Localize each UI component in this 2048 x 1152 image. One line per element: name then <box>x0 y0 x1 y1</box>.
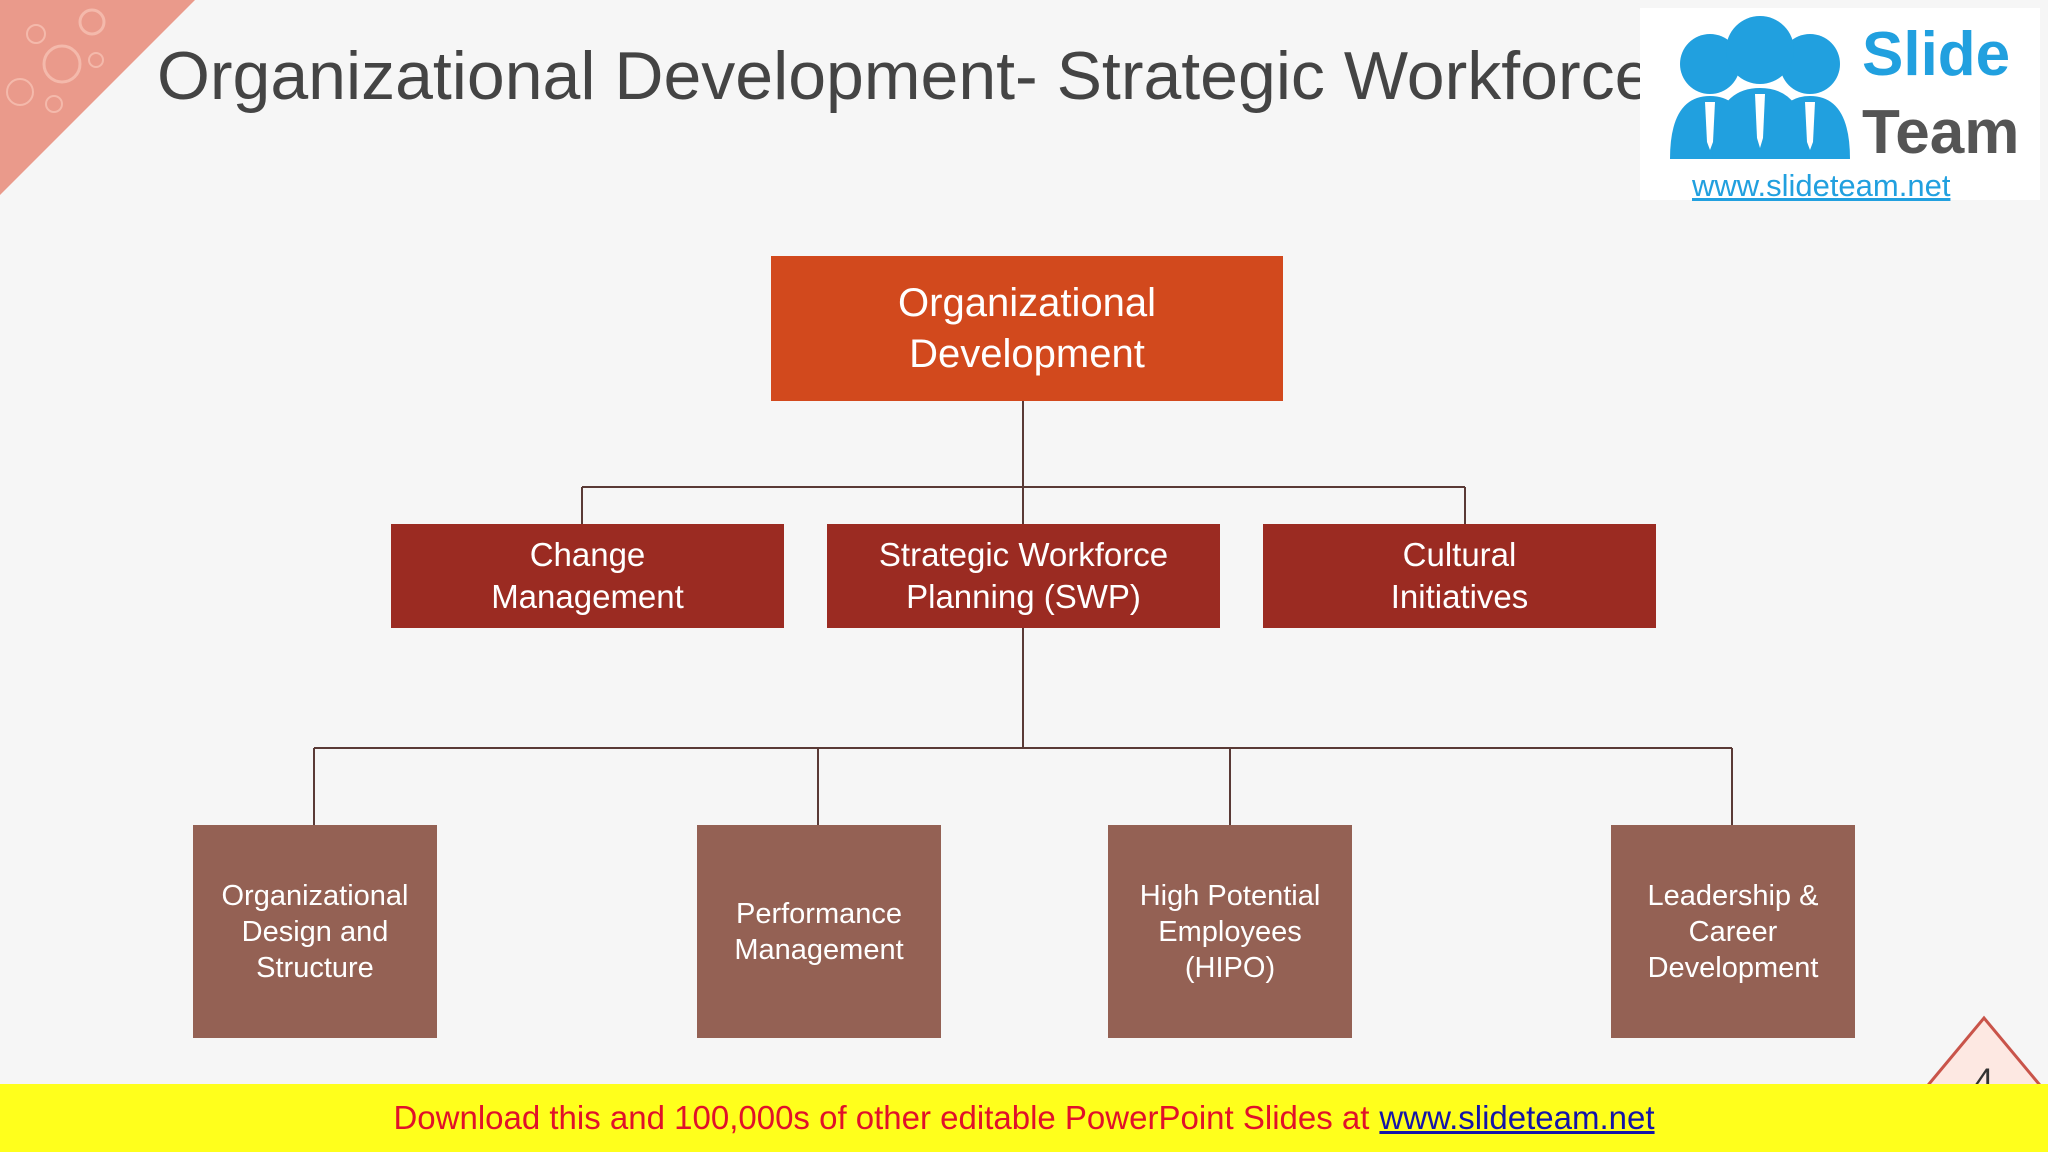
box-organizational-design: Organizational Design and Structure <box>193 825 437 1038</box>
box-label: Strategic Workforce Planning (SWP) <box>878 536 1169 615</box>
box-performance-management: Performance Management <box>697 825 941 1038</box>
box-leadership-career-development: Leadership & Career Development <box>1611 825 1855 1038</box>
people-group-icon <box>1670 16 1850 159</box>
box-label: Performance Management <box>734 897 904 966</box>
box-organizational-development: Organizational Development <box>771 256 1283 401</box>
logo-team-text: Team <box>1862 98 2020 167</box>
box-label: Organizational Design and Structure <box>221 879 409 984</box>
box-cultural-initiatives: Cultural Initiatives <box>1263 524 1656 628</box>
banner-link[interactable]: www.slideteam.net <box>1379 1099 1655 1136</box>
box-strategic-workforce-planning: Strategic Workforce Planning (SWP) <box>827 524 1220 628</box>
slideteam-logo[interactable]: Slide Team www.slideteam.net <box>1640 8 2040 203</box>
box-change-management: Change Management <box>391 524 784 628</box>
slide-title: Organizational Development- Strategic Wo… <box>157 38 1877 114</box>
box-label: Cultural Initiatives <box>1390 536 1529 615</box>
logo-url-link[interactable]: www.slideteam.net <box>1692 168 1951 203</box>
box-label: High Potential Employees (HIPO) <box>1139 879 1321 984</box>
corner-decoration <box>0 0 195 195</box>
logo-slide-text: Slide <box>1862 20 2011 89</box>
box-label: Leadership & Career Development <box>1647 879 1819 984</box>
page-number-badge: 4 <box>1920 1015 2048 1092</box>
box-label: Organizational Development <box>898 280 1156 376</box>
banner-text: Download this and 100,000s of other edit… <box>393 1099 1370 1136</box>
download-banner: Download this and 100,000s of other edit… <box>0 1084 2048 1152</box>
box-high-potential-employees: High Potential Employees (HIPO) <box>1108 825 1352 1038</box>
box-label: Change Management <box>491 536 684 615</box>
